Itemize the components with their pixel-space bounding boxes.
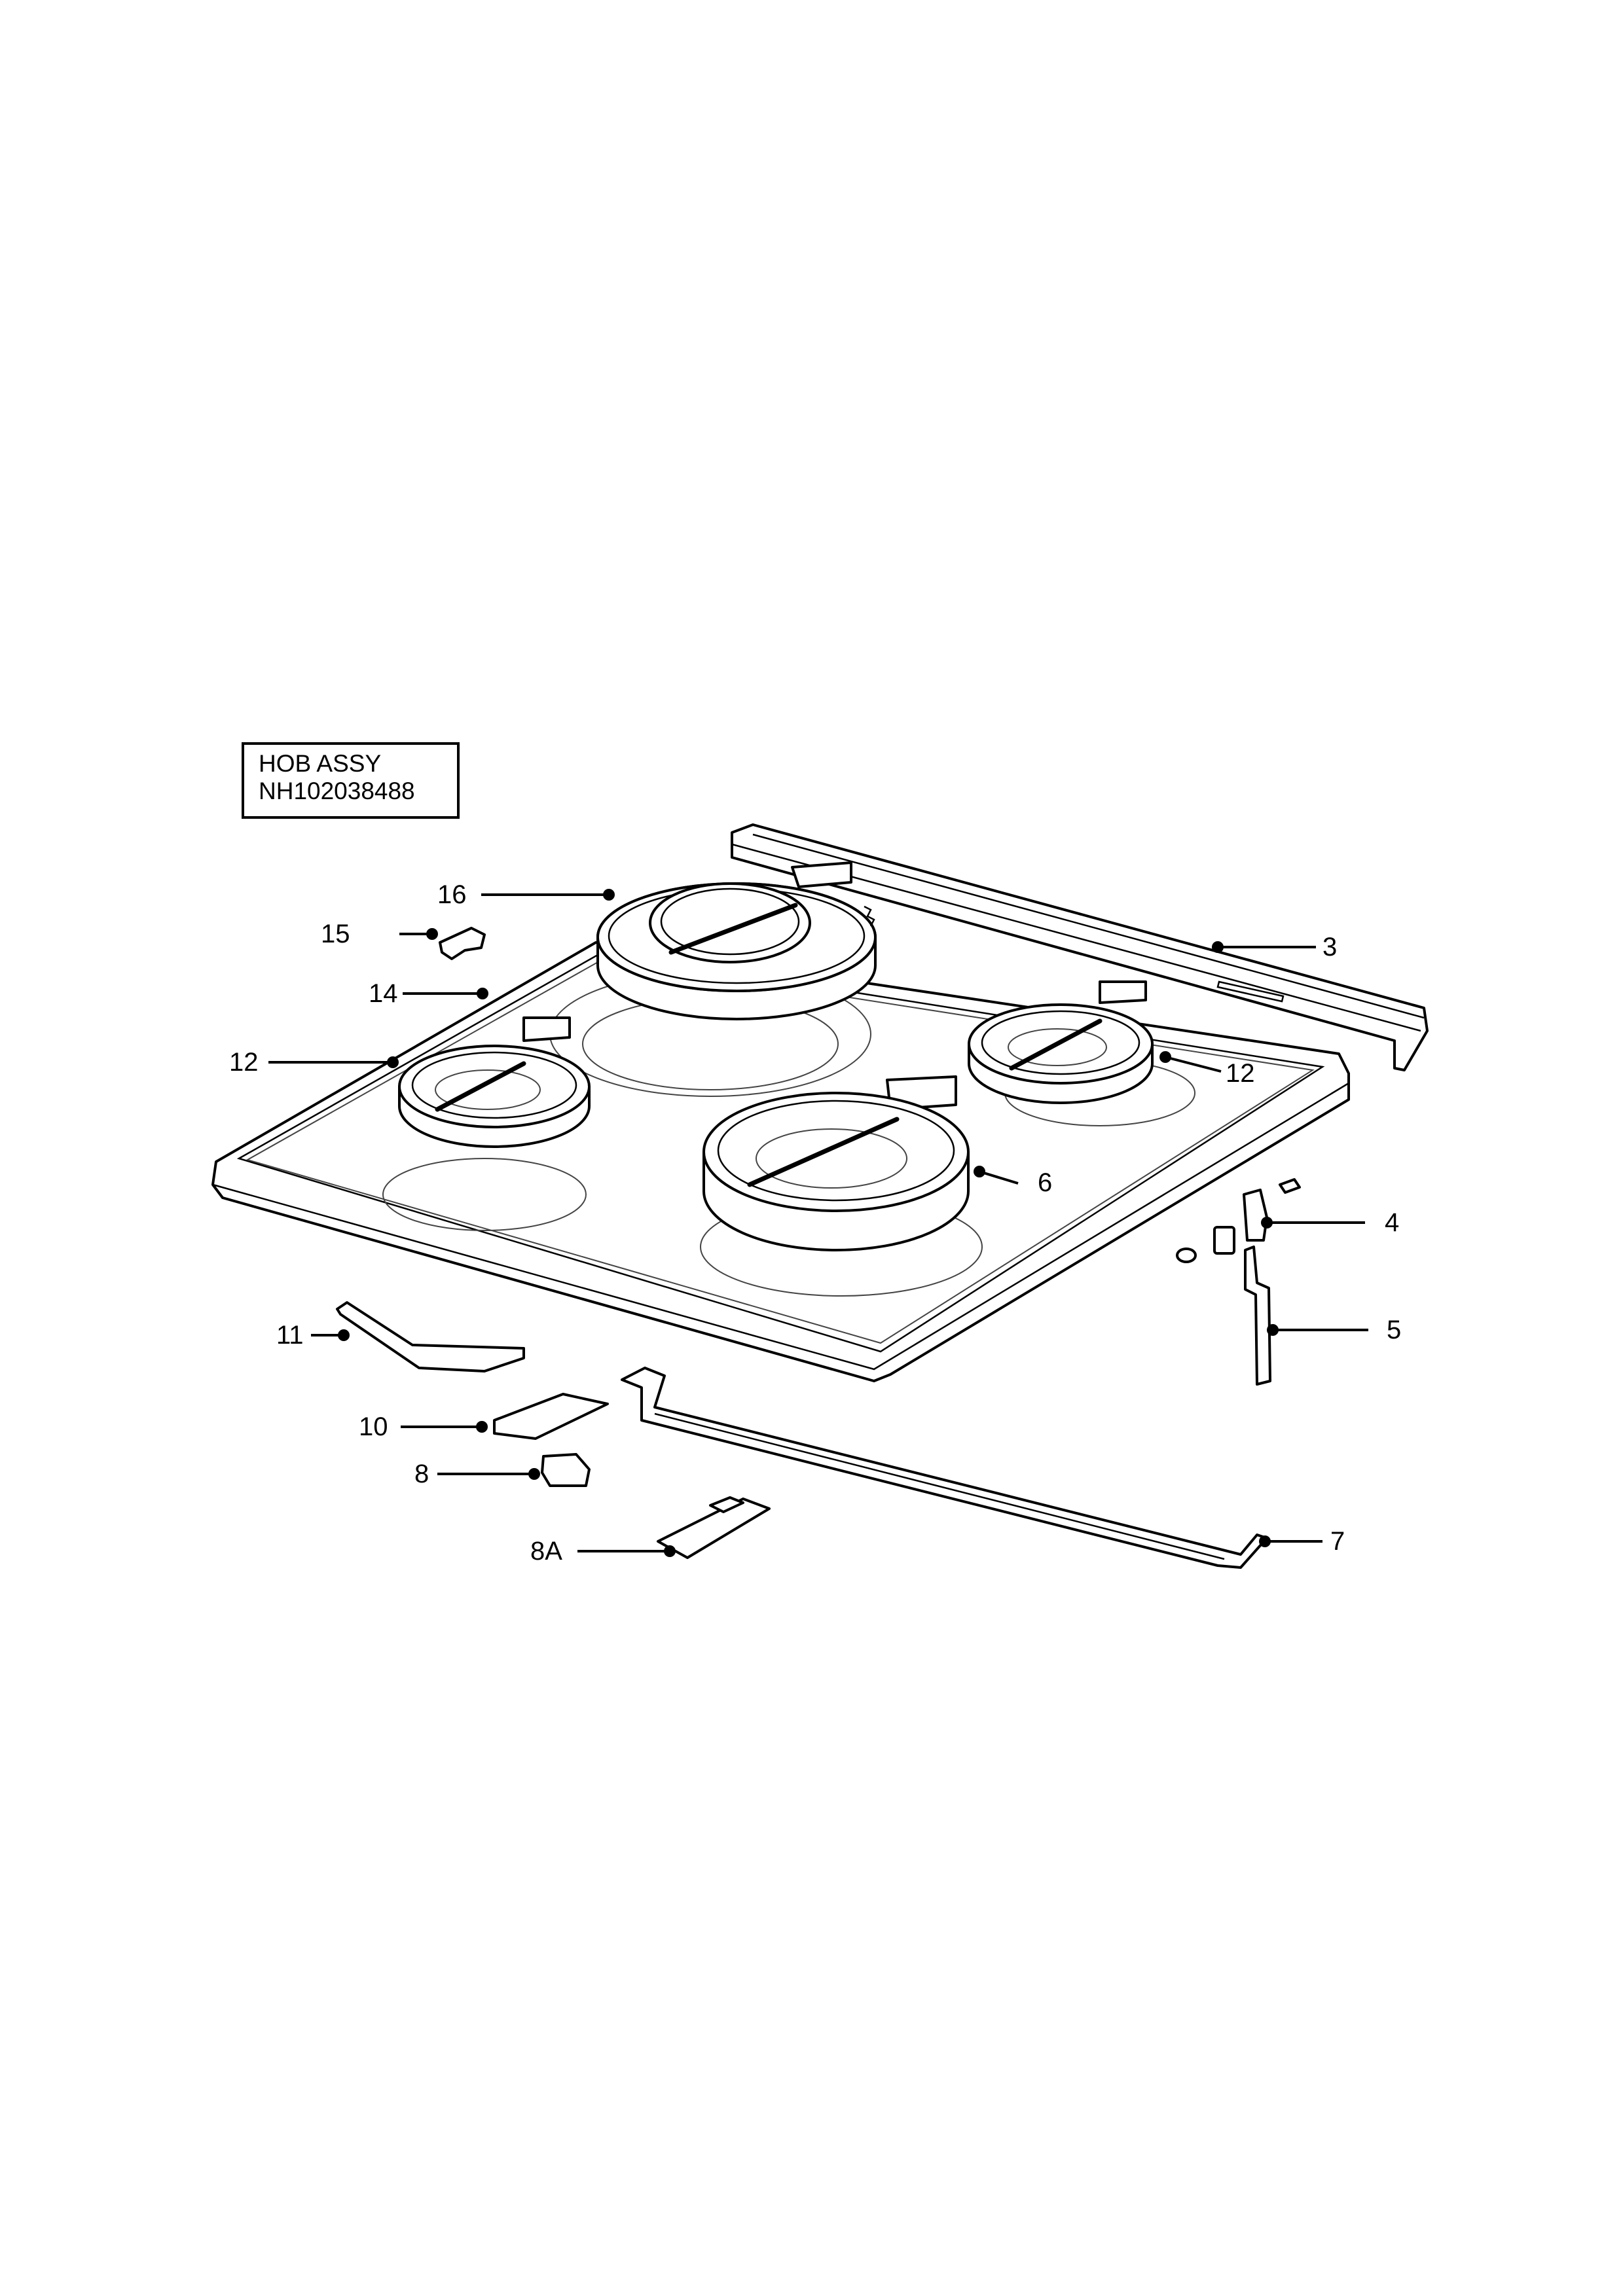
part-6-large-hotplate bbox=[702, 1075, 970, 1251]
part-10-bracket bbox=[493, 1393, 609, 1440]
callout-14: 14 bbox=[369, 979, 398, 1008]
callout-3: 3 bbox=[1322, 933, 1338, 961]
callout-12-left: 12 bbox=[229, 1048, 259, 1077]
callout-4: 4 bbox=[1385, 1208, 1400, 1237]
part-5-strap bbox=[1244, 1246, 1271, 1386]
part-16-dual-hotplate bbox=[596, 861, 877, 1020]
part-8-clip bbox=[541, 1453, 591, 1487]
callout-15: 15 bbox=[321, 920, 350, 948]
part-11-bar bbox=[336, 1301, 525, 1372]
part-8a-plate bbox=[657, 1496, 771, 1559]
part-4-bracket bbox=[1176, 1178, 1301, 1263]
callout-5: 5 bbox=[1387, 1316, 1402, 1344]
callout-16: 16 bbox=[437, 880, 467, 909]
callout-10: 10 bbox=[359, 1412, 388, 1441]
callout-7: 7 bbox=[1330, 1527, 1345, 1556]
callout-8a: 8A bbox=[530, 1537, 562, 1566]
part-15-clip bbox=[439, 927, 486, 960]
callout-8: 8 bbox=[414, 1460, 429, 1488]
title-assembly-name: HOB ASSY bbox=[259, 750, 382, 777]
part-12-right-hotplate bbox=[968, 980, 1154, 1104]
callout-11: 11 bbox=[276, 1321, 304, 1350]
part-12-left-hotplate bbox=[398, 1016, 591, 1148]
leader-lines bbox=[268, 889, 1368, 1557]
callout-12-right: 12 bbox=[1226, 1059, 1255, 1088]
title-block: HOB ASSY NH102038488 bbox=[242, 742, 460, 819]
title-part-number: NH102038488 bbox=[259, 778, 415, 804]
callout-6: 6 bbox=[1038, 1168, 1053, 1197]
